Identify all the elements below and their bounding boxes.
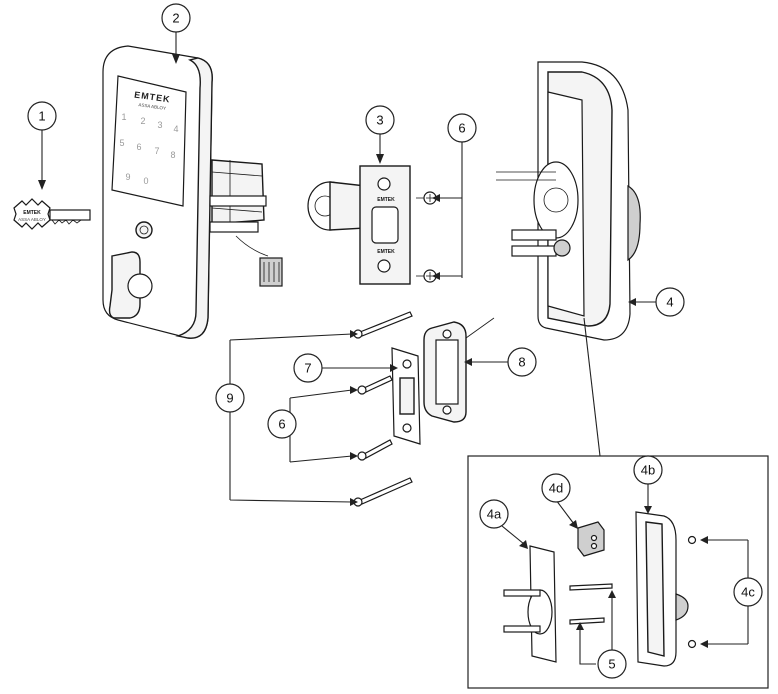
callout-3: 3 [365, 105, 395, 135]
latch-screws [416, 191, 437, 283]
mounting-plate [503, 545, 557, 663]
latch-plate-text-bottom: EMTEK [377, 249, 395, 255]
key-sub-brand-text: ASSA ABLOY [18, 217, 46, 222]
svg-text:4: 4 [666, 295, 673, 310]
mounting-screws [569, 583, 613, 625]
callout-4c: 4c [733, 577, 763, 607]
callout-4b: 4b [633, 455, 663, 485]
keypad-digit-3: 3 [157, 120, 162, 130]
callout-1: 1 [27, 101, 57, 131]
svg-text:4a: 4a [487, 507, 502, 522]
callout-8: 8 [507, 347, 537, 377]
callout-9: 9 [215, 383, 245, 413]
svg-text:9: 9 [226, 391, 233, 406]
svg-text:7: 7 [304, 361, 311, 376]
keypad-digit-5: 5 [119, 138, 124, 148]
svg-text:1: 1 [38, 109, 45, 124]
callouts: 1 2 3 6 4 7 8 9 6 4a 4d 4b 4c 5 [27, 3, 763, 679]
interior-assembly [496, 61, 641, 341]
keypad-digit-4: 4 [173, 124, 178, 134]
key: EMTEK ASSA ABLOY [13, 198, 91, 230]
callout-4a: 4a [479, 499, 509, 529]
keypad-digit-2: 2 [140, 116, 145, 126]
latch-plate-text-top: EMTEK [377, 197, 395, 203]
svg-text:8: 8 [518, 355, 525, 370]
keypad-digit-0: 0 [143, 176, 148, 186]
callout-4: 4 [655, 287, 685, 317]
callout-4d: 4d [541, 473, 571, 503]
svg-text:2: 2 [172, 11, 179, 26]
leader-lines [38, 32, 749, 665]
callout-5: 5 [597, 649, 627, 679]
interior-detail-inset [467, 317, 769, 689]
keypad-digit-7: 7 [154, 146, 159, 156]
strike-plate-assembly [391, 317, 495, 445]
callout-6-lower: 6 [267, 409, 297, 439]
callout-2: 2 [161, 3, 191, 33]
keypad-digit-6: 6 [136, 142, 141, 152]
exterior-sub-brand-text: ASSA ABLOY [138, 102, 166, 111]
svg-text:6: 6 [278, 417, 285, 432]
svg-text:4b: 4b [641, 463, 655, 478]
latch-assembly: EMTEK EMTEK [307, 165, 411, 285]
svg-text:4d: 4d [549, 481, 563, 496]
keypad-digits: 1 2 3 4 5 6 7 8 9 0 [119, 112, 178, 186]
svg-text:6: 6 [458, 121, 465, 136]
svg-text:4c: 4c [741, 585, 755, 600]
keypad-digit-8: 8 [170, 150, 175, 160]
callout-6-upper: 6 [447, 113, 477, 143]
callout-7: 7 [293, 353, 323, 383]
key-brand-text: EMTEK [23, 210, 41, 216]
keypad-digit-9: 9 [125, 172, 130, 182]
cover-screws [687, 535, 697, 649]
keypad-digit-1: 1 [121, 112, 126, 122]
svg-text:3: 3 [376, 113, 383, 128]
battery-connector [577, 521, 605, 557]
exterior-keypad-assembly: EMTEK ASSA ABLOY 1 2 3 4 5 6 7 8 9 0 [102, 45, 283, 339]
svg-text:5: 5 [608, 657, 615, 672]
interior-cover [635, 511, 689, 667]
